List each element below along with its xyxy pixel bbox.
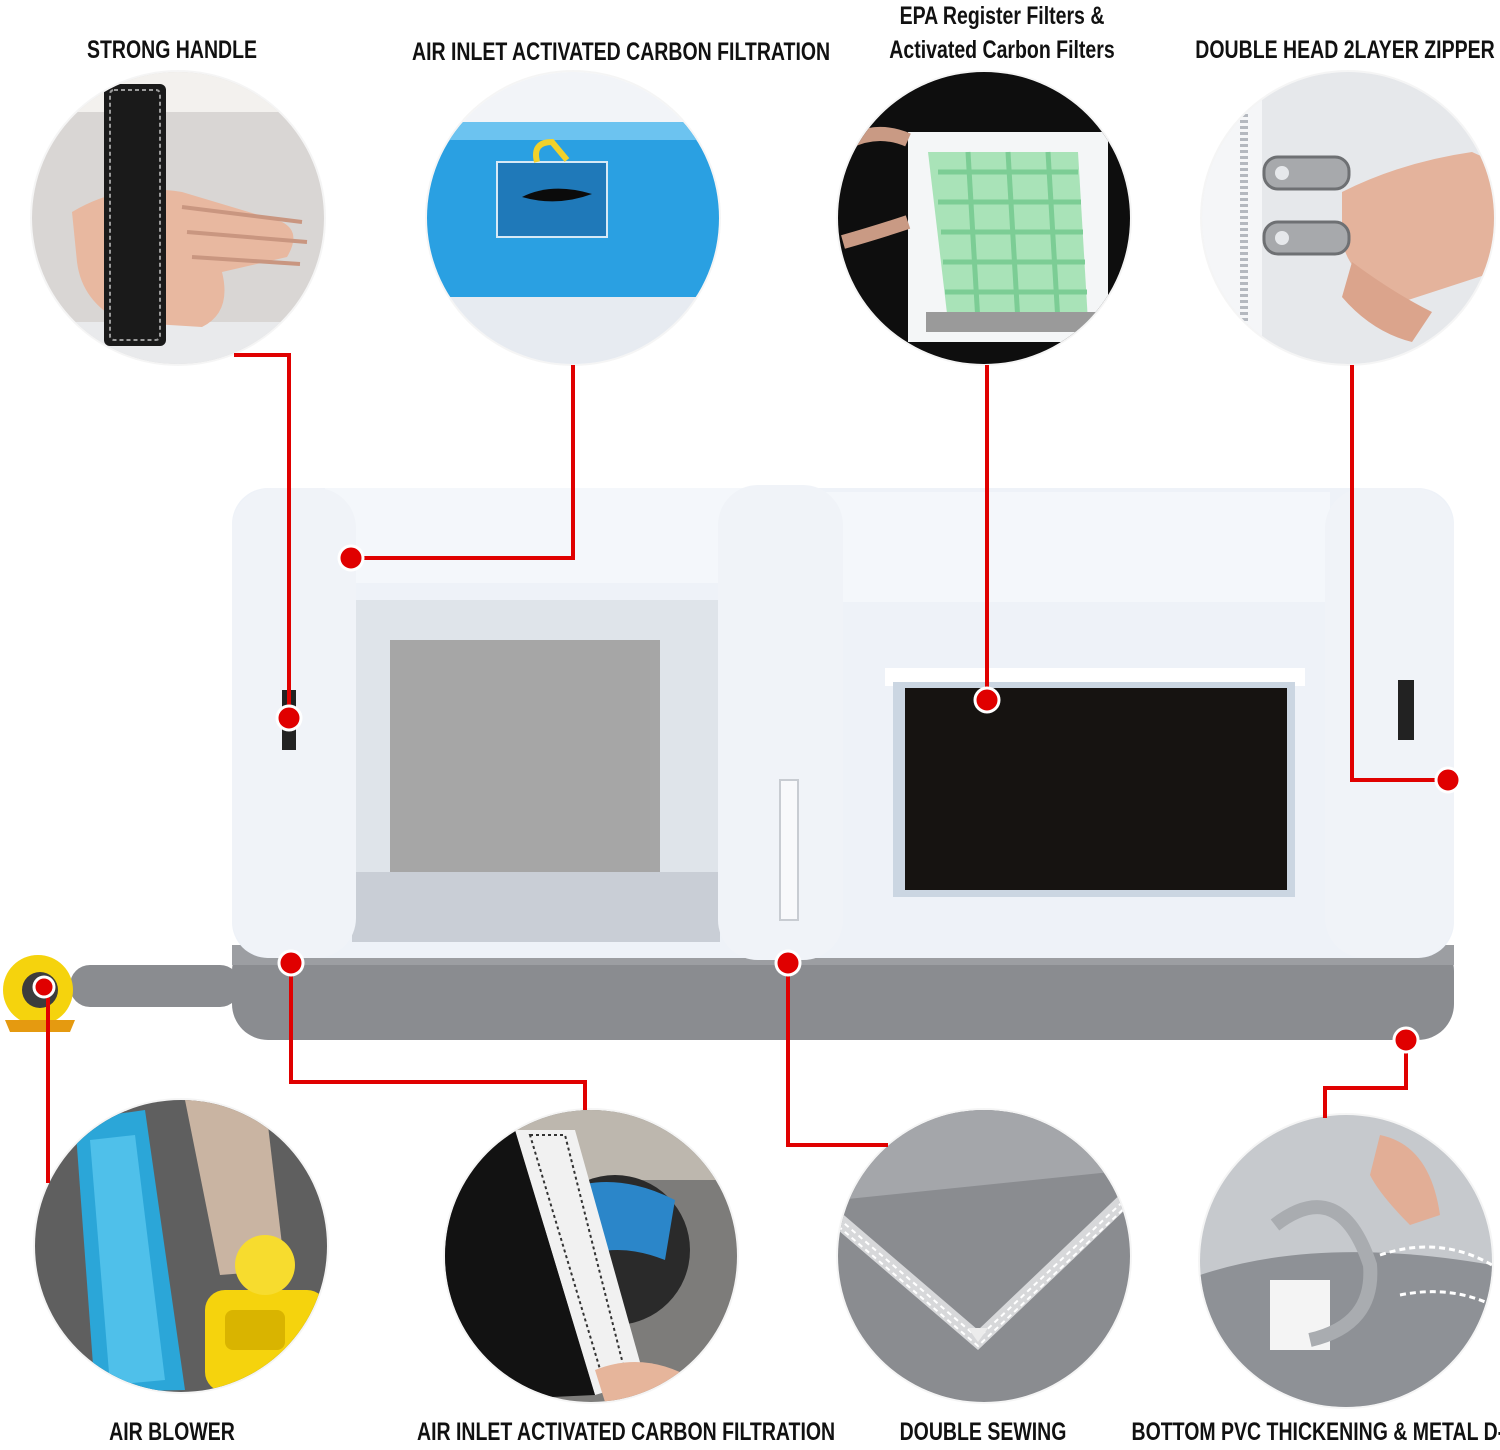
dot-air-inlet	[337, 544, 365, 572]
label-zipper: DOUBLE HEAD 2LAYER ZIPPER	[1195, 36, 1495, 64]
d-ring-illustration	[1200, 1115, 1492, 1407]
back-window	[390, 640, 660, 872]
filter-illustration	[838, 72, 1130, 364]
dot-inlet-bottom	[277, 949, 305, 977]
filter-window	[905, 688, 1287, 890]
photo-strong-handle	[32, 72, 324, 364]
dot-handle	[275, 704, 303, 732]
zipper-illustration	[1202, 72, 1494, 364]
label-epa-line2: Activated Carbon Filters	[889, 35, 1115, 64]
sewing-illustration	[838, 1110, 1130, 1402]
label-epa-line1: EPA Register Filters &	[899, 2, 1105, 30]
booth-base-tube	[232, 935, 1454, 1040]
label-strong-handle: STRONG HANDLE	[86, 36, 258, 64]
label-epa-filters: EPA Register Filters & Activated Carbon …	[862, 0, 1143, 68]
dot-sewing	[774, 949, 802, 977]
photo-air-inlet-top	[427, 72, 719, 364]
pillar-middle	[718, 485, 843, 960]
left-opening	[352, 600, 720, 940]
dot-blower	[32, 975, 56, 999]
label-air-inlet-top: AIR INLET ACTIVATED CARBON FILTRATION	[412, 38, 831, 66]
label-double-sewing: DOUBLE SEWING	[899, 1418, 1067, 1446]
photo-double-sewing	[838, 1110, 1130, 1402]
dot-d-ring	[1392, 1026, 1420, 1054]
pillar-right	[1325, 488, 1454, 958]
label-d-ring: BOTTOM PVC THICKENING & METAL D-RING	[1131, 1418, 1500, 1446]
blower-illustration	[35, 1100, 327, 1392]
dot-epa	[973, 686, 1001, 714]
inlet-seam-illustration	[445, 1110, 737, 1402]
photo-epa-filters	[838, 72, 1130, 364]
handle-illustration	[32, 72, 324, 364]
label-air-inlet-bottom: AIR INLET ACTIVATED CARBON FILTRATION	[417, 1418, 836, 1446]
blower-unit	[3, 955, 73, 1025]
dot-zipper	[1434, 766, 1462, 794]
label-air-blower: AIR BLOWER	[109, 1418, 235, 1446]
photo-zipper	[1202, 72, 1494, 364]
booth-body	[232, 488, 1454, 958]
pillar-left	[232, 488, 356, 958]
photo-air-blower	[35, 1100, 327, 1392]
blower-hose	[70, 965, 240, 1007]
photo-d-ring	[1200, 1115, 1492, 1407]
air-inlet-illustration	[427, 72, 719, 364]
photo-air-inlet-bottom	[445, 1110, 737, 1402]
